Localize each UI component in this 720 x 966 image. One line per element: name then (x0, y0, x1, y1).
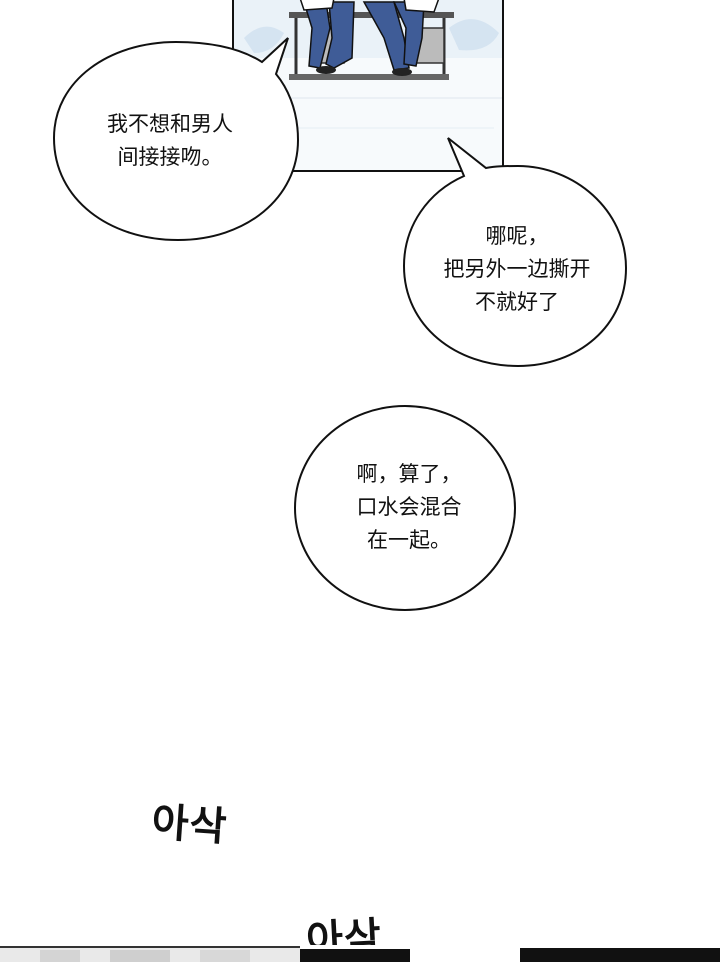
bubble-3-line-3: 在一起。 (367, 528, 451, 552)
bubble-2-outline (402, 137, 628, 368)
speech-bubble-2: 哪呢， 把另外一边撕开 不就好了 (398, 130, 634, 370)
bubble-3-outline (294, 405, 516, 611)
bubble-2-text: 哪呢， 把另外一边撕开 不就好了 (402, 220, 632, 319)
bubble-1-line-2: 间接接吻。 (117, 145, 223, 169)
bubble-1-line-1: 我不想和男人 (107, 112, 233, 136)
bubble-2-line-2: 把另外一边撕开 (443, 257, 591, 281)
speech-bubble-3: 啊，算了， 口水会混合 在一起。 (292, 404, 518, 612)
bubble-1-outline (52, 37, 300, 242)
bubble-3-line-1: 啊，算了， (356, 462, 462, 486)
bubble-2-line-3: 不就好了 (475, 290, 559, 314)
sound-effect-1: 아삭 (150, 799, 229, 851)
bubble-3-text: 啊，算了， 口水会混合 在一起。 (304, 458, 514, 557)
bubble-3-line-2: 口水会混合 (356, 495, 462, 519)
bubble-1-text: 我不想和男人 间接接吻。 (50, 108, 290, 174)
bottom-panel-art (0, 945, 720, 962)
bubble-2-line-1: 哪呢， (485, 224, 549, 248)
bottom-comic-panel-edge (0, 945, 720, 962)
speech-bubble-1: 我不想和男人 间接接吻。 (50, 28, 302, 246)
